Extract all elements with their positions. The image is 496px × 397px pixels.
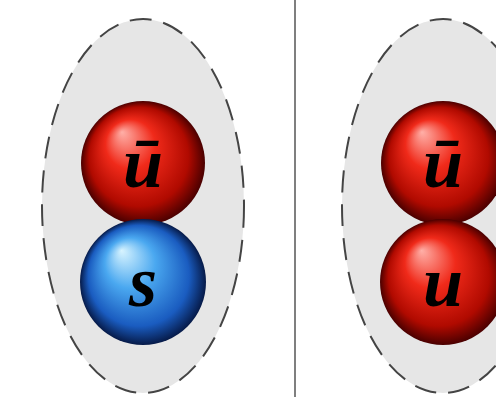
quark-symbol: ū	[423, 127, 463, 199]
meson-envelope	[342, 19, 496, 393]
quark-ball: u	[380, 219, 496, 345]
quark-ball: ū	[381, 101, 496, 225]
divider-line	[294, 0, 296, 397]
quark-symbol: ū	[123, 127, 163, 199]
meson-envelope	[42, 19, 244, 393]
quark-symbol: u	[423, 246, 463, 318]
quark-ball: s	[80, 219, 206, 345]
quark-ball: ū	[81, 101, 205, 225]
quark-symbol: s	[129, 246, 157, 318]
